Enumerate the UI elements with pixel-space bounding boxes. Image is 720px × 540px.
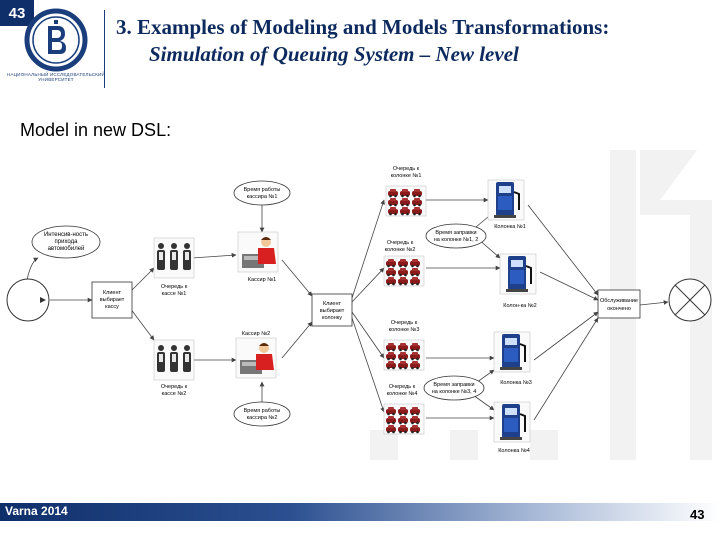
svg-text:выбирает: выбирает (320, 308, 345, 314)
slide-subtitle: Model in new DSL: (20, 120, 172, 140)
queue-col2-label-2: колонке №2 (385, 247, 416, 253)
queue-cashier1-label-2: кассе №1 (162, 291, 187, 297)
svg-text:автомобилей: автомобилей (48, 245, 85, 252)
svg-text:кассира №1: кассира №1 (247, 194, 278, 200)
university-logo-icon (24, 8, 88, 72)
svg-text:на колонке №1, 2: на колонке №1, 2 (434, 237, 479, 243)
work-time1-parameter: Время работы кассира №1 (233, 180, 291, 206)
queue-col4-label: Очередь к (389, 384, 416, 390)
slide-number-top: 43 (0, 0, 34, 26)
source-node (6, 278, 50, 322)
queue-cashier1-label: Очередь к (161, 284, 188, 290)
slide-number-bottom: 43 (690, 507, 705, 522)
footer-event: Varna 2014 (5, 504, 68, 518)
svg-text:кассу: кассу (105, 304, 119, 310)
svg-text:Время работы: Время работы (244, 187, 281, 193)
cashier1-queue-icon (153, 237, 195, 279)
work-time2-parameter: Время работы кассира №2 (233, 401, 291, 427)
svg-text:Клиент: Клиент (323, 301, 342, 307)
queue-cashier2-label: Очередь к (161, 384, 188, 390)
column3-icon (493, 331, 531, 373)
sink-node (668, 278, 712, 322)
queue-col3-label-2: колонке №3 (389, 327, 420, 333)
svg-text:Клиент: Клиент (103, 290, 122, 296)
cashier2-label: Кассир №2 (242, 331, 270, 337)
col1-car-queue-icon (386, 186, 426, 216)
svg-text:на колонке №3, 4: на колонке №3, 4 (432, 389, 477, 395)
logo-caption: НАЦИОНАЛЬНЫЙ ИССЛЕДОВАТЕЛЬСКИЙ УНИВЕРСИТ… (7, 72, 105, 82)
title-line-2: Simulation of Queuing System – New level (149, 42, 519, 66)
queue-col2-label: Очередь к (387, 240, 414, 246)
column2-icon (499, 253, 537, 295)
title-line-1: 3. Examples of Modeling and Models Trans… (116, 15, 610, 39)
svg-text:кассира №2: кассира №2 (247, 415, 278, 421)
svg-text:Время заправки: Время заправки (435, 230, 476, 236)
col3-car-queue-icon (384, 340, 424, 370)
svg-text:выбирает: выбирает (100, 297, 125, 303)
choose-cashier-node: Клиент выбирает кассу (91, 281, 133, 319)
queue-col4-label-2: колонке №4 (387, 391, 418, 397)
column4-label: Колонка №4 (498, 448, 530, 454)
column1-label: Колонка №1 (494, 224, 526, 230)
col4-car-queue-icon (384, 404, 424, 434)
queue-col1-label-2: колонке №1 (391, 173, 422, 179)
queue-col1-label: Очередь к (393, 166, 420, 172)
column2-label: Колон-ка №2 (503, 303, 536, 309)
header-separator (104, 10, 105, 88)
svg-text:окончено: окончено (607, 306, 631, 312)
column4-icon (493, 401, 531, 443)
fuel-time12-parameter: Время заправки на колонке №1, 2 (425, 223, 487, 249)
fuel-time34-parameter: Время заправки на колонке №3, 4 (423, 375, 485, 401)
slide-title: 3. Examples of Modeling and Models Trans… (116, 14, 716, 68)
svg-text:Время работы: Время работы (244, 408, 281, 414)
svg-text:прихода: прихода (55, 239, 79, 245)
svg-text:колонку: колонку (322, 315, 342, 321)
col2-car-queue-icon (384, 256, 424, 286)
cashier2-queue-icon (153, 339, 195, 381)
queue-col3-label: Очередь к (391, 320, 418, 326)
svg-text:Интенсив-ность: Интенсив-ность (44, 232, 88, 238)
cashier2-icon (235, 337, 277, 379)
queue-cashier2-label-2: кассе №2 (162, 391, 187, 397)
column1-icon (487, 179, 525, 221)
queuing-model-diagram: Интенсив-ность прихода автомобилей Клиен… (6, 150, 712, 460)
intensity-parameter: Интенсив-ность прихода автомобилей (31, 225, 101, 259)
svg-text:Обслуживание: Обслуживание (600, 298, 638, 304)
choose-column-node: Клиент выбирает колонку (311, 293, 353, 327)
svg-text:Время заправки: Время заправки (433, 382, 474, 388)
service-complete-node: Обслуживание окончено (597, 289, 641, 319)
cashier1-label: Кассир №1 (248, 277, 276, 283)
column3-label: Колонка №3 (500, 380, 532, 386)
footer-bar (0, 503, 720, 521)
cashier1-icon (237, 231, 279, 273)
